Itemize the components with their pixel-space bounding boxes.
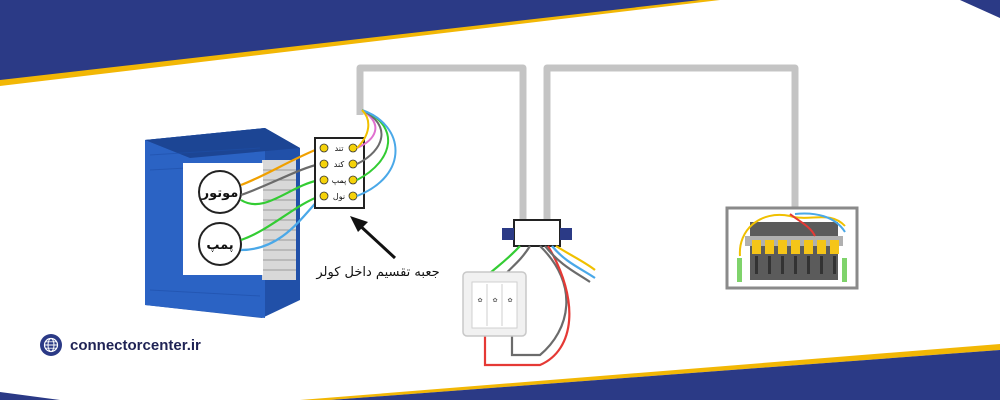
motor-symbol: [198, 170, 242, 214]
top-banner: [0, 0, 700, 80]
motor-label: موتور: [201, 186, 239, 201]
terminal-row-3: پمپ: [332, 176, 347, 185]
bottom-left-band: [0, 392, 60, 400]
pump-label: پمپ: [206, 238, 233, 253]
terminal-to-conduit-wires: [356, 109, 397, 197]
distribution-panel: [725, 206, 859, 290]
brand: connectorcenter.ir: [40, 334, 201, 356]
wall-switch: ✿ ✿ ✿: [462, 271, 527, 337]
terminal-row-2: کند: [334, 160, 345, 169]
terminal-box: تند کند پمپ نول: [314, 137, 365, 209]
globe-icon: [40, 334, 62, 356]
pump-symbol: [198, 222, 242, 266]
brand-site[interactable]: connectorcenter.ir: [70, 336, 201, 354]
bottom-banner-gold-stripe: [300, 344, 1000, 400]
cooler-wires: [240, 146, 321, 252]
terminal-box-caption: جعبه تقسیم داخل کولر: [315, 265, 439, 280]
junction-box: [502, 219, 572, 247]
bottom-banner: [330, 350, 1000, 400]
terminal-row-1: تند: [335, 144, 344, 153]
terminal-row-4: نول: [333, 192, 345, 201]
svg-text:✿: ✿: [507, 297, 512, 304]
caption-arrow: [350, 216, 397, 260]
svg-text:✿: ✿: [477, 297, 482, 304]
top-right-corner: [960, 0, 1000, 18]
conduit: [356, 64, 799, 220]
svg-text:✿: ✿: [492, 297, 497, 304]
